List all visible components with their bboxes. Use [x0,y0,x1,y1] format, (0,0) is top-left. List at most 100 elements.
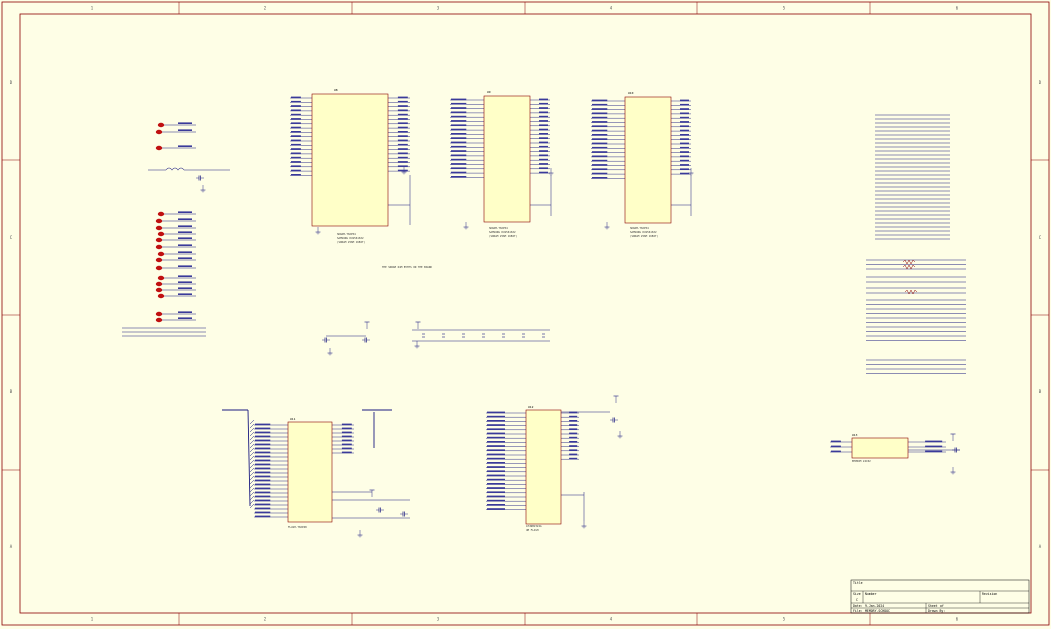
u10-net-label [680,142,689,145]
u10-net-label [592,112,608,115]
u10-net-label [680,172,689,175]
u9-net-label [451,133,467,135]
title-block: Title Size C Number Revision Date: 9-Jan… [850,579,1030,614]
u13-net-label [925,440,943,443]
wire [249,471,255,477]
u9-net-label [539,145,548,148]
u10-ref: U10 [628,91,634,95]
wire [249,427,255,433]
wire [249,455,255,461]
u8-net-label [397,143,408,146]
u12-net-label [487,449,505,451]
zone-row-left-B: B [10,389,13,394]
u8-net-label [291,109,301,112]
wire [249,467,255,473]
u11-ref: U11 [290,417,296,421]
zone-row-left-C: C [10,235,13,240]
u12-net-label [487,457,505,460]
u11-net-label [341,451,352,454]
connector-pad [155,317,163,323]
u9-net-label [539,154,548,157]
connector-pad [155,129,163,135]
u9-net-label [539,141,548,144]
u10-net-label [680,164,689,166]
u12-net-label [487,453,505,456]
u11-net-label [341,431,352,434]
u9-ref: U9 [487,90,491,94]
u10-net-label [680,129,689,132]
wire [249,479,255,485]
u11-net-label [255,463,271,466]
u11-net-label [255,467,271,470]
u12-net-label [569,415,578,418]
u12-net-label [569,411,578,414]
u11-net-label [255,499,271,502]
u9-net-label [451,171,467,174]
wire [249,495,255,501]
u10-net-label [592,177,608,179]
u12-net-label [487,508,505,510]
connector-pad [155,311,163,317]
u11-net-label [341,443,352,446]
tb-revision-label: Revision [982,592,997,596]
zone-row-left-A: A [10,544,13,549]
u11-net-label [255,507,271,510]
u13-net-label [925,445,943,448]
u8-net-label [291,105,301,107]
u10-net-label [592,159,608,162]
net-label [178,237,192,239]
u8-net-label [291,165,301,167]
u10-net-label [592,108,608,110]
u11-net-label [255,423,271,426]
net-label [178,211,192,213]
zone-row-right-D: D [1039,80,1042,85]
u9-net-label [451,176,467,178]
wire [249,491,255,497]
tb-date-value: 9-Jan-2024 [865,604,884,608]
u10-net-label [592,146,608,149]
u12-net-label [569,428,578,430]
u11-net-label [341,427,352,430]
u11-net-label [255,455,271,458]
u10-net-label [592,129,608,132]
u8-net-label [291,156,301,159]
u11-net-label [255,439,271,442]
net-label [178,287,192,289]
u12-net-label [487,415,505,418]
u12-net-label [569,457,578,460]
u12-net-label [569,449,578,451]
zone-col-top-3: 3 [437,6,440,11]
u9-net-label [539,107,548,109]
u8-caption-1: SDRAM-TSOP54 [337,232,356,236]
u8-net-label [397,113,408,116]
sdram-note: THE SDRAM 64M BYTES ON THE BOARD [382,265,432,269]
u10-net-label [680,146,689,149]
u9-net-label [539,120,548,122]
u9-net-label [539,102,548,105]
u11-net-label [255,475,271,478]
u8-net-label [291,122,301,124]
u8-net-label [397,139,408,142]
u10-caption-2: SAMSUNG K4S561632 [630,230,657,234]
u11-net-label [255,479,271,482]
net-label [178,251,192,253]
u11-net-label [255,515,271,518]
connector-pad [155,218,163,224]
tb-title-label: Title [853,581,863,585]
u8-net-label [397,165,408,167]
wire [249,475,255,481]
tb-size-value: C [856,598,858,602]
u8-net-label [291,161,301,163]
wire [249,483,255,489]
u9-net-label [451,120,467,122]
u10-net-label [680,108,689,110]
connector-pad [157,211,165,217]
connector-pad [157,293,165,299]
zone-col-bottom-2: 2 [264,617,267,622]
u10-caption-1: SDRAM-TSOP54 [630,226,649,230]
u12-net-label [487,466,505,468]
u8-net-label [397,105,408,107]
u8-ref: U8 [334,88,338,92]
wire [249,435,255,441]
